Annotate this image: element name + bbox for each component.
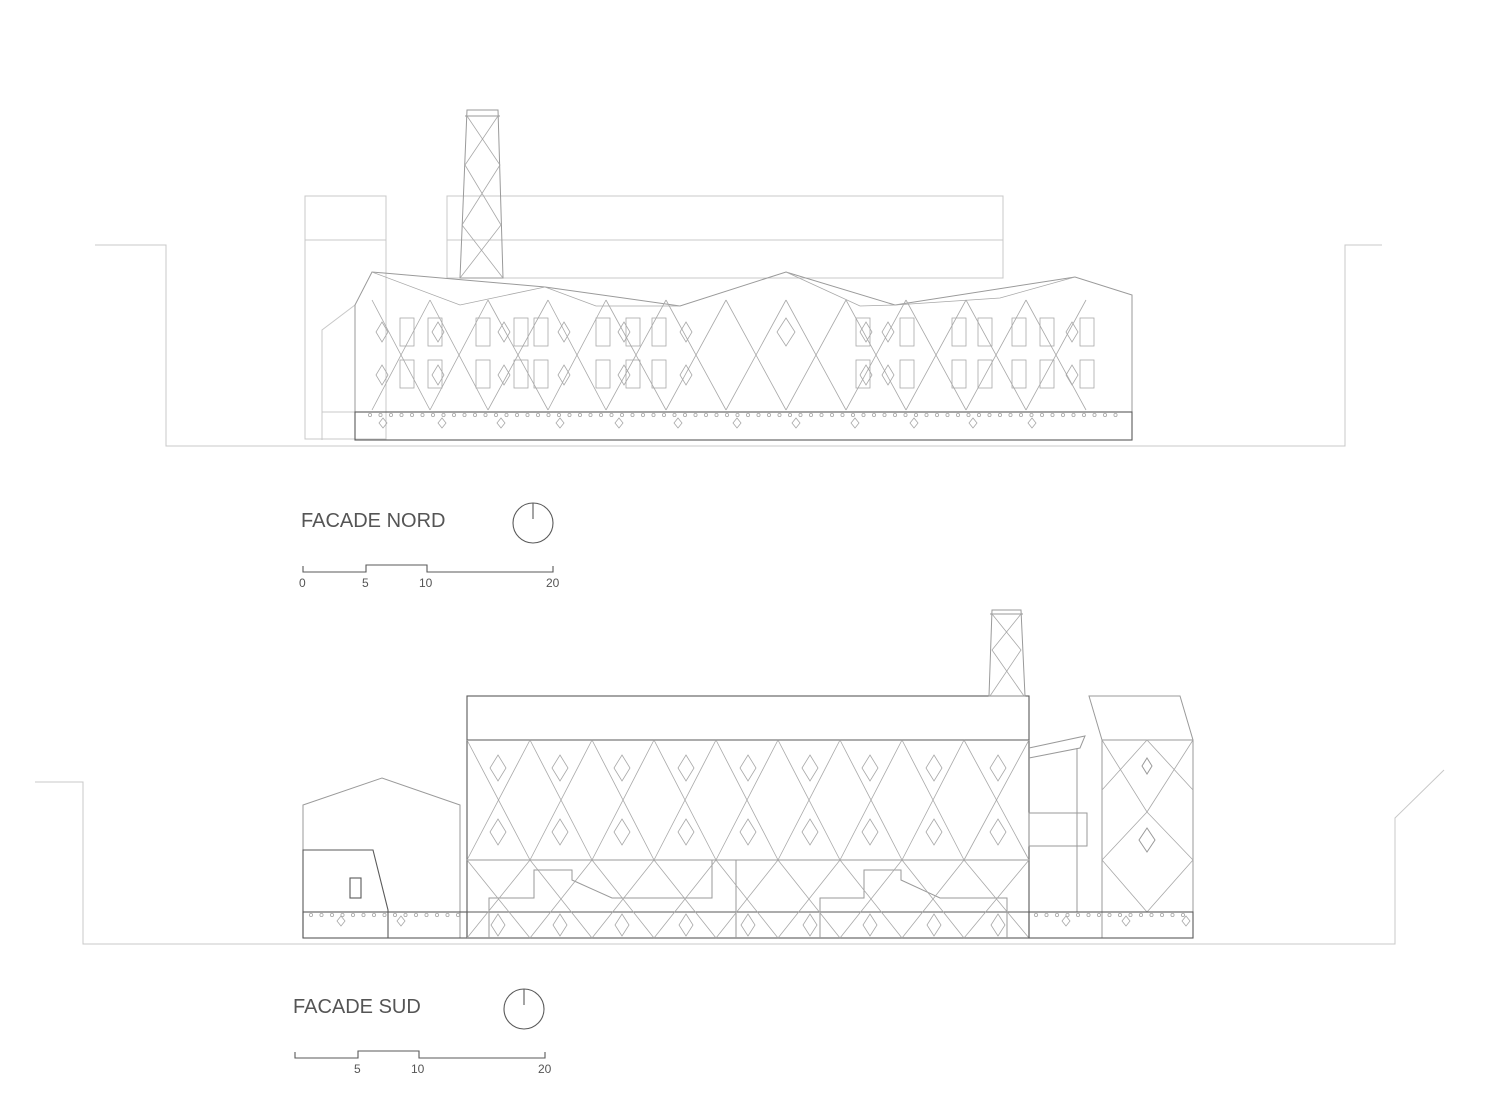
facade-sud-title: FACADE SUD	[293, 996, 421, 1018]
facade-nord-scale-bar: 0 5 10 20	[299, 564, 560, 590]
sud-main-building	[466, 695, 1030, 939]
sud-left-annex	[302, 777, 468, 939]
nord-site-profile	[95, 244, 1382, 447]
nord-background-block-long	[446, 195, 1004, 279]
facade-nord-compass	[512, 502, 554, 544]
nord-main-building	[354, 271, 1133, 441]
nord-background-block-left	[304, 195, 387, 440]
facade-sud-elevation	[35, 609, 1445, 945]
nord-scale-label-20: 20	[546, 576, 560, 590]
sud-chimney	[988, 609, 1026, 697]
sud-right-tower	[1028, 695, 1194, 939]
nord-scale-label-10: 10	[419, 576, 433, 590]
nord-scale-label-0: 0	[299, 576, 306, 590]
facade-sud-compass	[503, 988, 545, 1030]
nord-scale-label-5: 5	[362, 576, 369, 590]
facade-nord-elevation	[95, 109, 1382, 447]
sud-scale-label-20: 20	[538, 1062, 552, 1076]
facade-sud-scale-bar: 5 10 20	[294, 1050, 552, 1076]
nord-side-shed	[321, 303, 356, 440]
sud-scale-label-5: 5	[354, 1062, 361, 1076]
nord-chimney	[459, 109, 504, 279]
facade-nord-title: FACADE NORD	[301, 510, 445, 532]
sud-connector	[1028, 735, 1088, 912]
sud-scale-label-10: 10	[411, 1062, 425, 1076]
sud-site-profile	[35, 769, 1445, 945]
